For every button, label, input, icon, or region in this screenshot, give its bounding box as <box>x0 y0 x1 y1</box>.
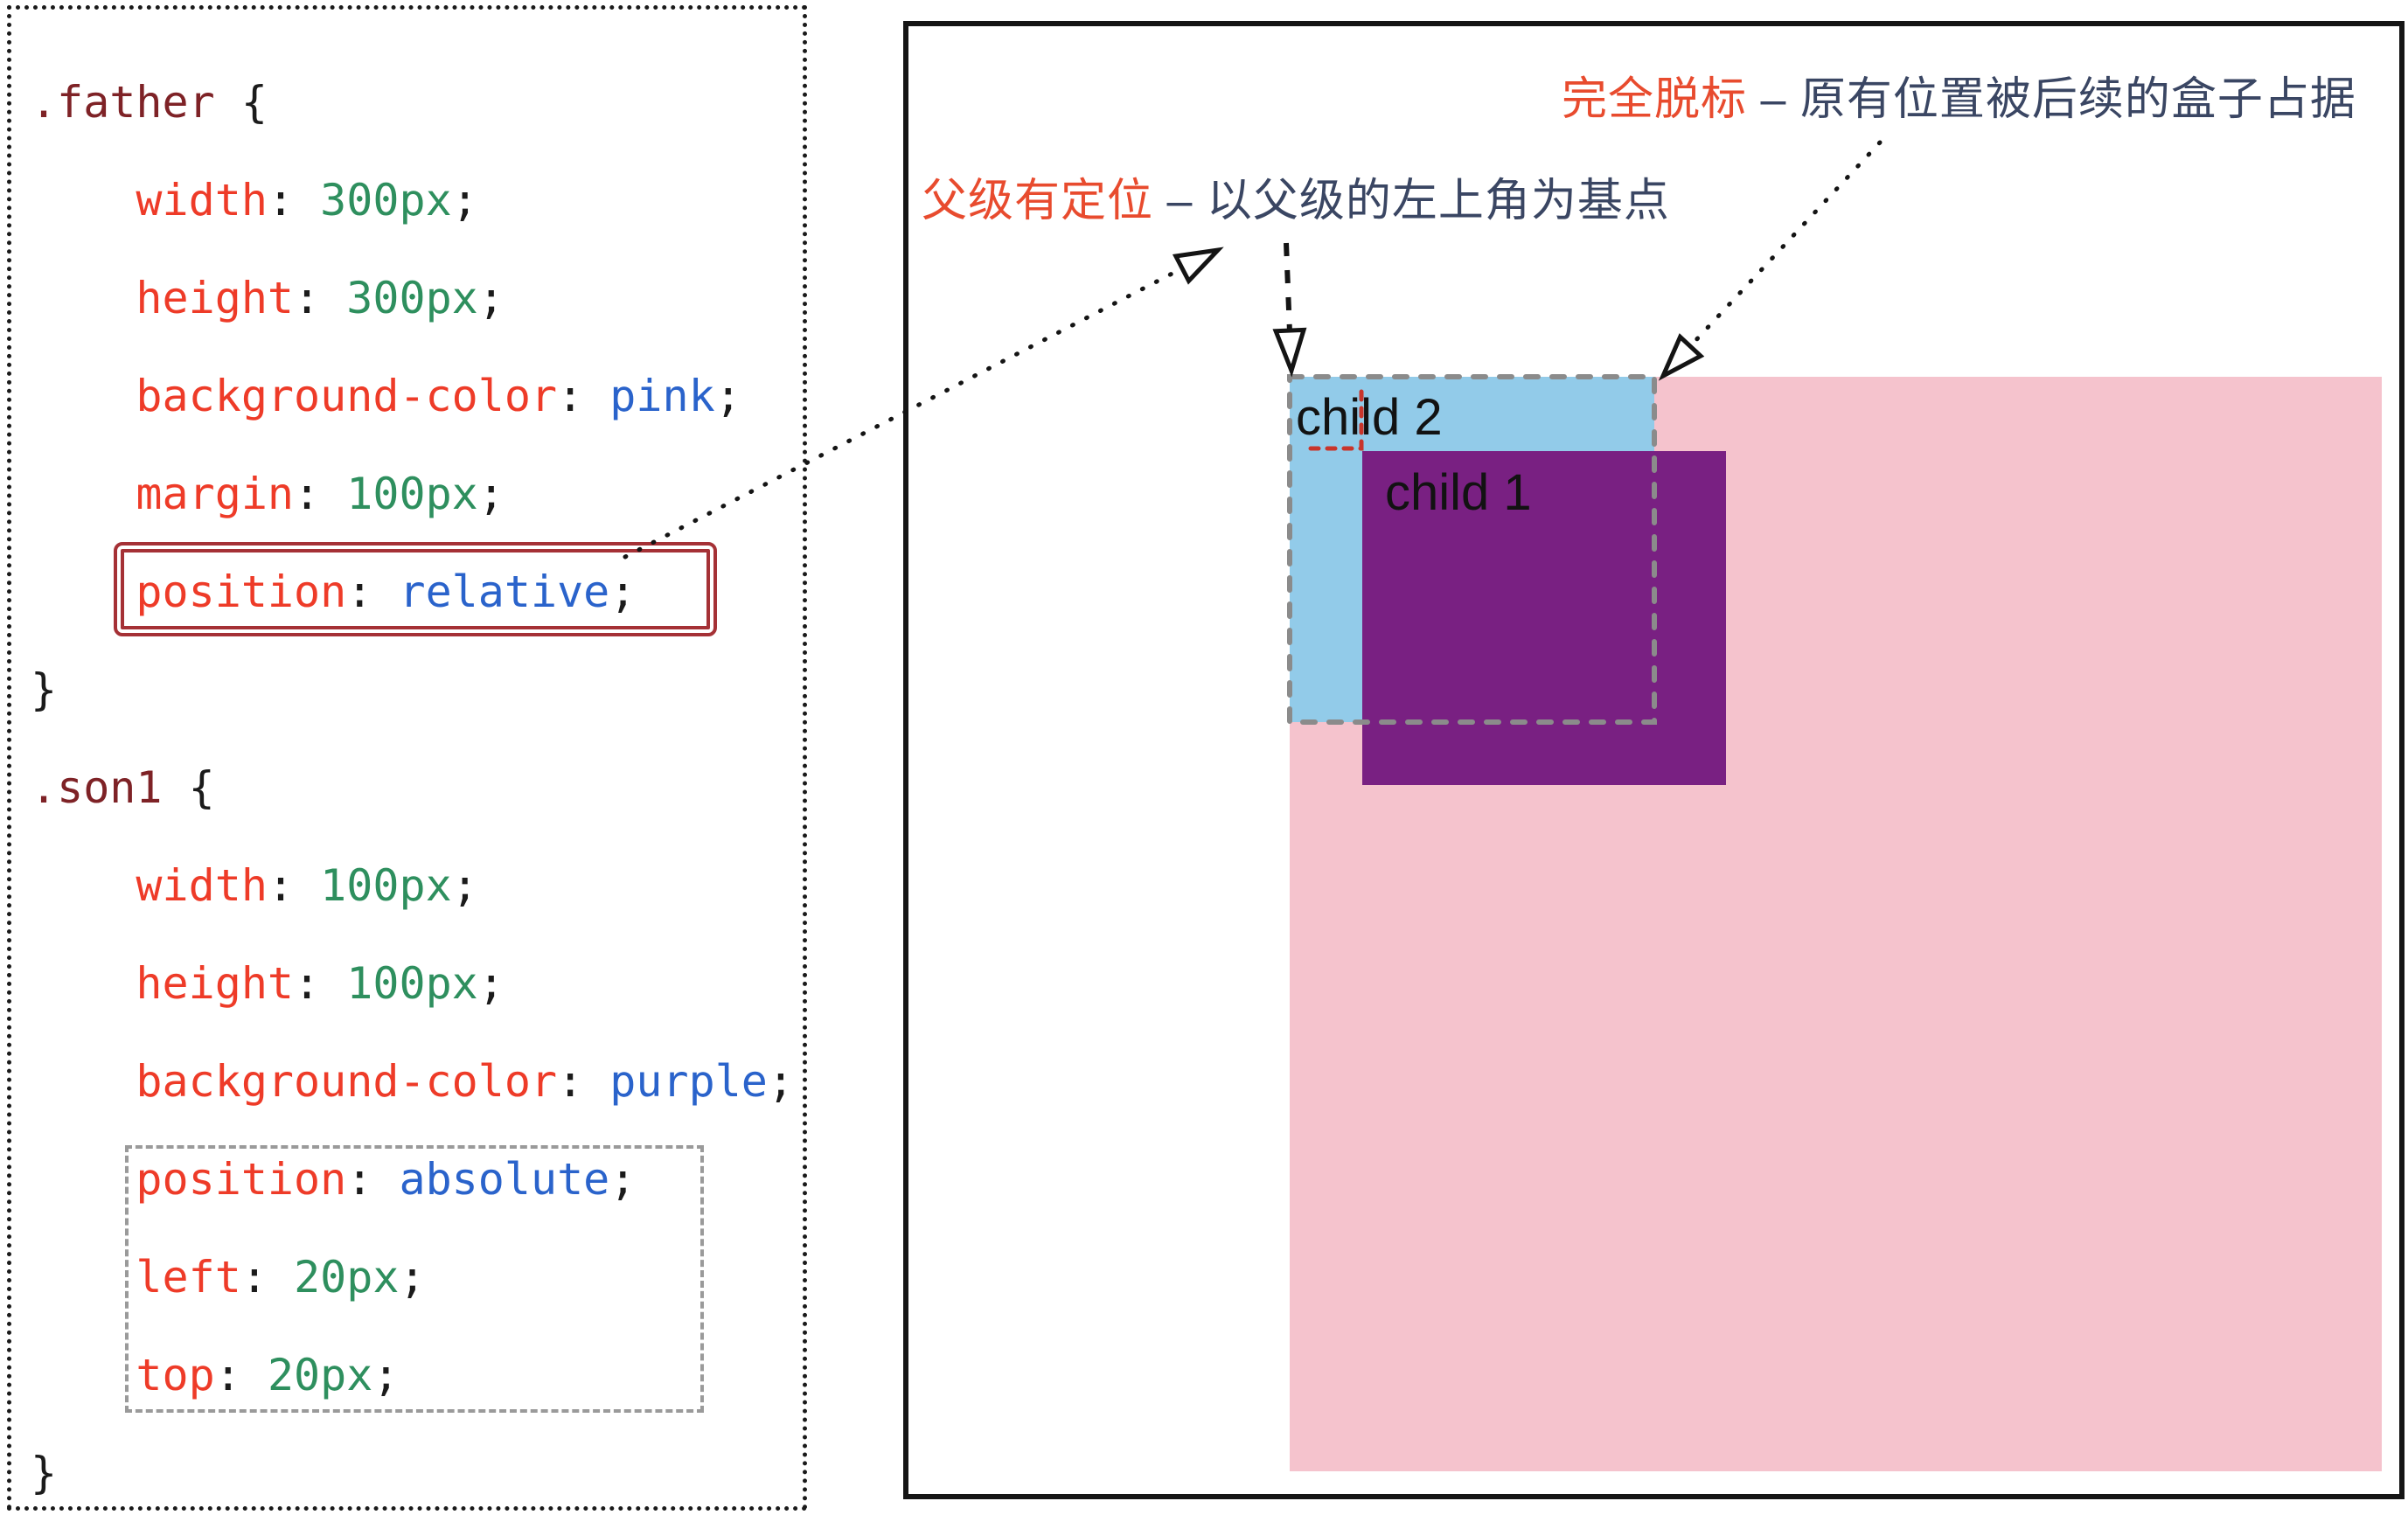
css-code-panel: .father { width: 300px; height: 300px; b… <box>7 5 807 1511</box>
annotation-out-of-flow: 完全脱标 – 原有位置被后续的盒子占据 <box>1562 73 2356 126</box>
code-line: } <box>31 1424 803 1515</box>
code-token-sel: .father <box>31 77 215 128</box>
code-token-prop: position <box>136 1154 347 1205</box>
code-token-pun: ; <box>477 469 505 519</box>
code-token-pun: ; <box>477 273 505 323</box>
code-line: top: 20px; <box>31 1326 803 1424</box>
code-token-num: 100px <box>346 469 478 519</box>
code-token-pun: : <box>240 1252 295 1303</box>
code-token-pun: : <box>346 566 400 617</box>
code-token-pun: : <box>294 958 347 1009</box>
code-token-kw: relative <box>399 566 610 617</box>
code-token-pun: : <box>214 1350 268 1400</box>
code-line: margin: 100px; <box>31 445 803 543</box>
annotation-out-of-flow-term: 完全脱标 <box>1562 74 1748 125</box>
code-token-pun <box>31 1350 136 1400</box>
code-token-pun <box>31 1056 136 1107</box>
code-line: width: 300px; <box>31 151 803 249</box>
code-token-prop: left <box>136 1252 241 1303</box>
code-token-pun <box>31 469 136 519</box>
code-token-pun: ; <box>477 958 505 1009</box>
code-token-pun: : <box>267 175 321 226</box>
code-line: width: 100px; <box>31 837 803 935</box>
code-token-kw: absolute <box>399 1154 610 1205</box>
child1-label: child 1 <box>1385 464 1532 521</box>
code-line: height: 100px; <box>31 935 803 1032</box>
code-token-pun <box>31 1154 136 1205</box>
code-token-prop: background-color <box>136 371 558 421</box>
code-token-pun: ; <box>451 860 478 911</box>
code-token-pun: : <box>294 469 347 519</box>
code-token-pun <box>31 958 136 1009</box>
code-token-num: 20px <box>267 1350 373 1400</box>
code-token-pun <box>31 1252 136 1303</box>
code-token-prop: margin <box>136 469 295 519</box>
code-line: background-color: pink; <box>31 347 803 445</box>
annotation-parent-positioning-term: 父级有定位 <box>922 176 1154 226</box>
code-token-pun: ; <box>372 1350 400 1400</box>
code-token-pun <box>31 566 136 617</box>
code-token-num: 100px <box>346 958 478 1009</box>
code-token-pun <box>31 175 136 226</box>
code-line: .father { <box>31 53 803 151</box>
code-token-prop: position <box>136 566 347 617</box>
code-token-kw: pink <box>609 371 715 421</box>
code-token-pun: ; <box>451 175 478 226</box>
code-token-prop: width <box>136 860 268 911</box>
code-token-prop: top <box>136 1350 215 1400</box>
code-token-num: 20px <box>294 1252 400 1303</box>
code-token-pun: { <box>214 77 268 128</box>
code-token-pun <box>31 273 136 323</box>
code-token-pun: : <box>346 1154 400 1205</box>
code-line: } <box>31 641 803 739</box>
code-line: position: absolute; <box>31 1130 803 1228</box>
code-token-pun: : <box>294 273 347 323</box>
code-token-num: 300px <box>346 273 478 323</box>
code-line: position: relative; <box>31 543 803 641</box>
code-token-pun: ; <box>714 371 741 421</box>
code-lines: .father { width: 300px; height: 300px; b… <box>31 53 803 1515</box>
code-token-num: 100px <box>320 860 452 911</box>
code-line: height: 300px; <box>31 249 803 347</box>
code-token-pun: } <box>31 1448 58 1498</box>
code-token-pun: { <box>162 762 215 813</box>
code-token-pun: : <box>557 1056 610 1107</box>
code-token-num: 300px <box>320 175 452 226</box>
child2-label: child 2 <box>1296 389 1443 446</box>
code-line: background-color: purple; <box>31 1032 803 1130</box>
code-token-pun: ; <box>609 566 637 617</box>
code-token-kw: purple <box>609 1056 768 1107</box>
code-token-prop: height <box>136 273 295 323</box>
code-token-pun: ; <box>399 1252 426 1303</box>
code-token-pun: ; <box>767 1056 795 1107</box>
annotation-parent-positioning-desc: – 以父级的左上角为基点 <box>1153 176 1670 226</box>
code-token-prop: width <box>136 175 268 226</box>
code-token-pun: ; <box>609 1154 637 1205</box>
code-line: left: 20px; <box>31 1228 803 1326</box>
code-token-pun <box>31 860 136 911</box>
code-token-prop: background-color <box>136 1056 558 1107</box>
annotation-out-of-flow-desc: – 原有位置被后续的盒子占据 <box>1747 74 2356 125</box>
code-token-pun <box>31 371 136 421</box>
code-token-pun: } <box>31 664 58 715</box>
child1-box: child 1 <box>1362 451 1726 785</box>
code-token-pun: : <box>267 860 321 911</box>
code-token-pun: : <box>557 371 610 421</box>
code-line: .son1 { <box>31 739 803 837</box>
annotation-parent-positioning: 父级有定位 – 以父级的左上角为基点 <box>922 175 1670 227</box>
code-token-sel: .son1 <box>31 762 163 813</box>
code-token-prop: height <box>136 958 295 1009</box>
